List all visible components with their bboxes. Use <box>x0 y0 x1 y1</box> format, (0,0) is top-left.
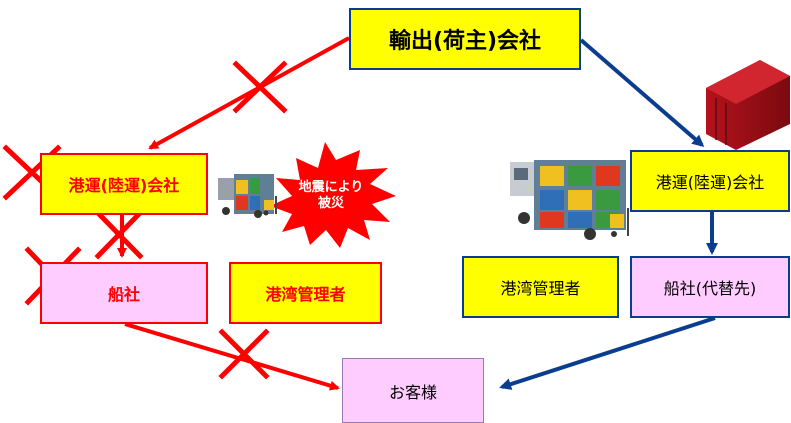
callout-line-1: 地震により <box>298 180 364 195</box>
node-right-port-operator: 港運(陸運)会社 <box>630 150 790 212</box>
x-mark-icon <box>232 60 288 114</box>
shipping-container-icon <box>706 60 790 150</box>
node-exporter: 輸出(荷主)会社 <box>349 8 581 70</box>
arrow-left-ship-to-customer <box>124 322 340 391</box>
node-right-shipping: 船社(代替先) <box>630 256 790 318</box>
callout-line-2: 被災 <box>317 196 344 211</box>
node-left-harbor-manager: 港湾管理者 <box>229 262 382 324</box>
node-left-port-operator: 港運(陸運)会社 <box>40 153 208 215</box>
x-mark-icon <box>94 209 144 260</box>
node-right-harbor-manager-label: 港湾管理者 <box>500 279 581 298</box>
node-left-harbor-manager-label: 港湾管理者 <box>265 285 346 304</box>
earthquake-callout: 地震により 被災 <box>296 176 366 216</box>
arrow-right-ship-to-customer <box>499 316 716 390</box>
node-left-shipping-label: 船社 <box>107 285 140 304</box>
node-left-port-operator-label: 港運(陸運)会社 <box>68 176 180 195</box>
node-exporter-label: 輸出(荷主)会社 <box>388 29 542 54</box>
node-right-port-operator-label: 港運(陸運)会社 <box>655 173 765 192</box>
x-mark-icon <box>218 328 270 380</box>
forklift-icon <box>610 208 629 237</box>
node-left-shipping: 船社 <box>40 262 208 324</box>
arrow-exporter-to-right-port <box>579 38 705 147</box>
node-customer-label: お客様 <box>388 382 437 402</box>
node-right-shipping-label: 船社(代替先) <box>663 279 757 298</box>
earthquake-burst <box>270 142 396 248</box>
node-right-harbor-manager: 港湾管理者 <box>462 256 619 318</box>
arrow-exporter-to-left-port <box>148 36 350 150</box>
node-customer: お客様 <box>342 358 484 423</box>
container-truck-icon <box>510 160 626 240</box>
forklift-icon <box>263 196 277 216</box>
